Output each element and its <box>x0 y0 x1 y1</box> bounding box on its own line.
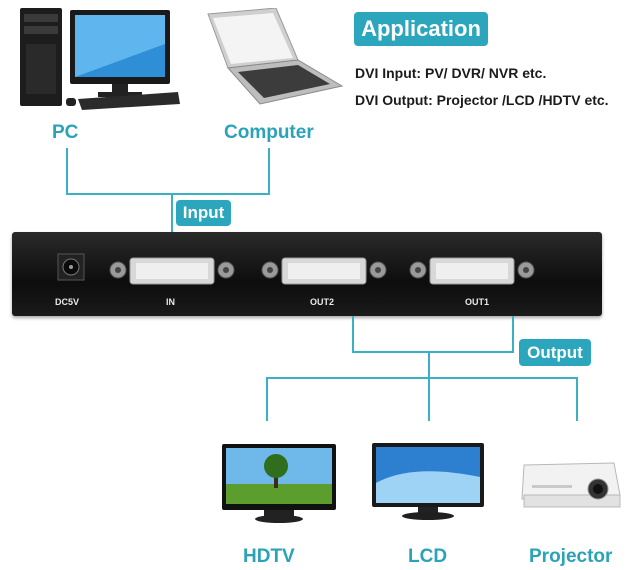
out1-port-label: OUT1 <box>465 297 490 307</box>
lcd-label: LCD <box>408 546 448 567</box>
projector-label: Projector <box>529 546 613 567</box>
dvi-port-icon <box>409 257 535 285</box>
dvi-input-text: DVI Input: PV/ DVR/ NVR etc. <box>355 65 547 81</box>
output-trunk-line <box>428 352 430 378</box>
laptop-icon <box>207 8 344 105</box>
input-join-line <box>66 193 270 195</box>
desktop-pc-icon <box>20 8 180 110</box>
pc-label: PC <box>52 122 79 143</box>
dvi-output-text: DVI Output: Projector /LCD /HDTV etc. <box>355 92 609 108</box>
out2-drop-line <box>352 316 354 352</box>
input-drop-line <box>171 193 173 253</box>
hdtv-icon <box>222 444 336 523</box>
power-port-label: DC5V <box>55 297 80 307</box>
hdtv-drop-line <box>266 377 268 421</box>
lcd-drop-line <box>428 377 430 421</box>
computer-label: Computer <box>224 122 314 143</box>
projector-drop-line <box>576 377 578 421</box>
in-port-label: IN <box>166 297 175 307</box>
hdtv-label: HDTV <box>243 546 295 567</box>
power-jack-icon <box>57 253 85 281</box>
device-ports-svg <box>57 253 535 285</box>
projector-icon <box>521 462 621 508</box>
computer-input-line <box>268 148 270 194</box>
pc-input-line <box>66 148 68 194</box>
lcd-monitor-icon <box>372 443 484 520</box>
input-badge: Input <box>176 200 231 226</box>
output-bus-line <box>266 377 578 379</box>
dvi-port-icon <box>261 257 387 285</box>
out2-port-label: OUT2 <box>310 297 335 307</box>
out1-drop-line <box>512 316 514 352</box>
output-badge: Output <box>519 339 591 366</box>
output-join-line <box>352 351 514 353</box>
dvi-port-icon <box>109 257 235 285</box>
application-title: Application <box>354 12 488 46</box>
